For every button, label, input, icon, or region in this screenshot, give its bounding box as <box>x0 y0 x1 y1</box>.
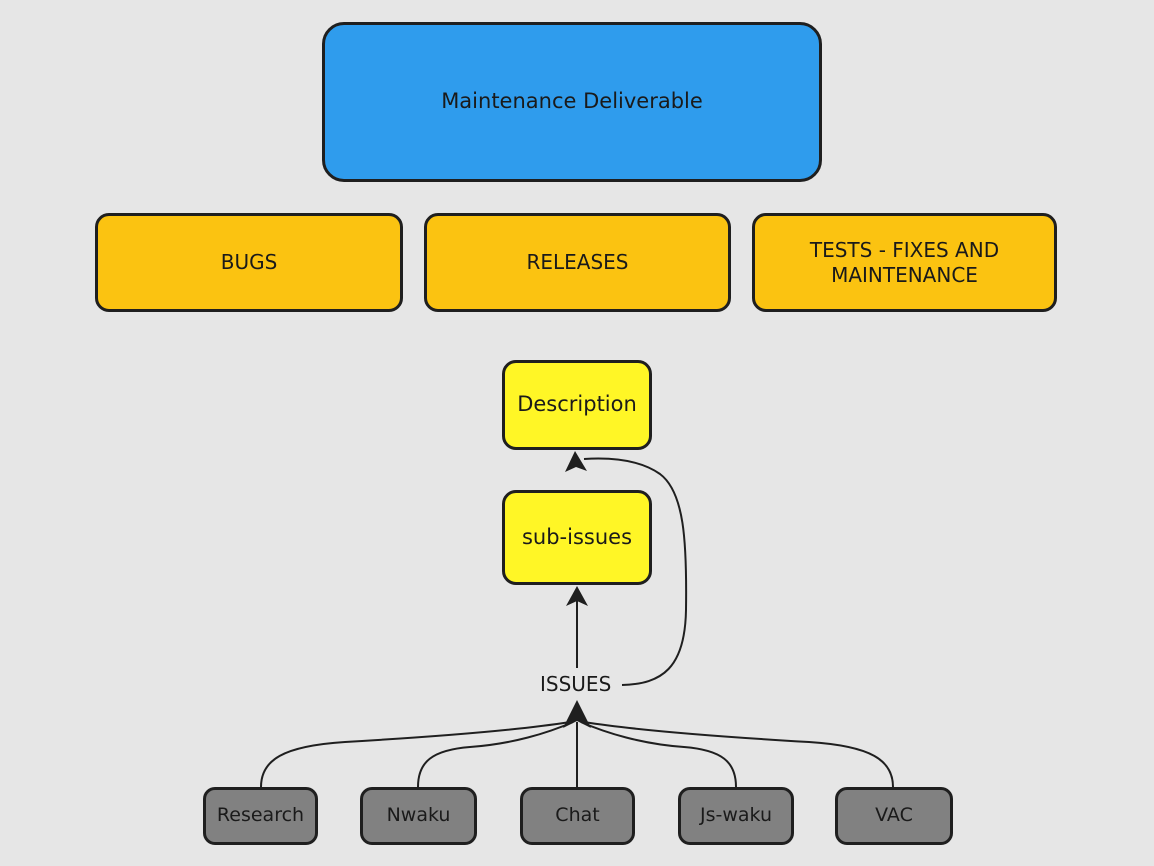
node-source-nwaku[interactable]: Nwaku <box>360 787 477 845</box>
edge-research-to-issues <box>260 721 571 788</box>
edge-vac-to-issues <box>583 721 894 788</box>
node-source-research[interactable]: Research <box>203 787 318 845</box>
node-category-releases[interactable]: RELEASES <box>424 213 731 312</box>
node-source-chat[interactable]: Chat <box>520 787 635 845</box>
node-category-tests-fixes-and-maintenance[interactable]: TESTS - FIXES AND MAINTENANCE <box>752 213 1057 312</box>
node-category-bugs[interactable]: BUGS <box>95 213 403 312</box>
arrowhead-issues <box>563 700 591 728</box>
node-source-js-waku[interactable]: Js-waku <box>678 787 794 845</box>
arrowhead-subissues <box>566 586 588 606</box>
node-sub-issues[interactable]: sub-issues <box>502 490 652 585</box>
edge-jswaku-to-issues <box>580 721 737 788</box>
edge-nwaku-to-issues <box>417 721 574 788</box>
arrowhead-description <box>565 451 587 472</box>
node-maintenance-deliverable[interactable]: Maintenance Deliverable <box>322 22 822 182</box>
node-description[interactable]: Description <box>502 360 652 450</box>
edge-label-issues: ISSUES <box>538 672 614 696</box>
node-source-vac[interactable]: VAC <box>835 787 953 845</box>
